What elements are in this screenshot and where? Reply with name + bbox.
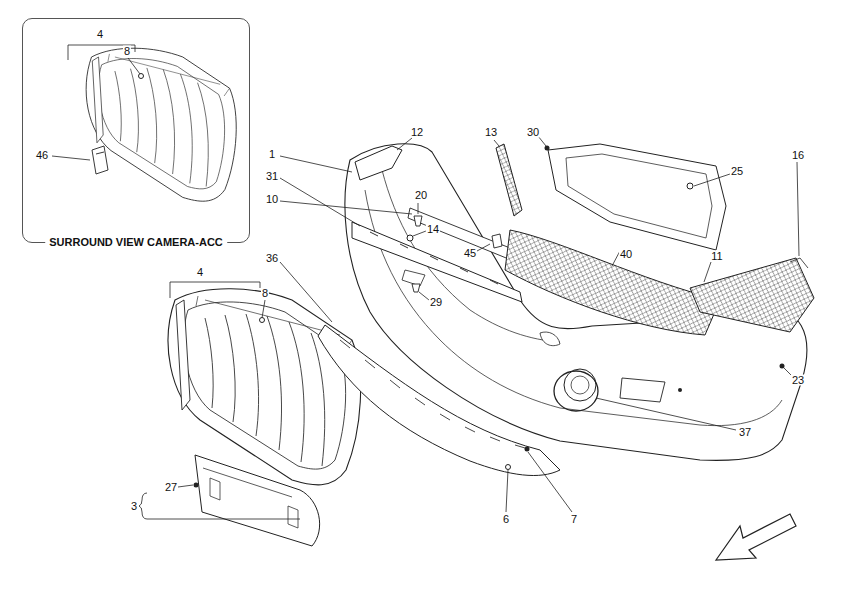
callout-number: 16 bbox=[791, 150, 805, 161]
callout-number: 30 bbox=[526, 127, 540, 138]
callout-number: 10 bbox=[265, 194, 279, 205]
callout-number: 25 bbox=[730, 166, 744, 177]
callout-number: 8 bbox=[123, 46, 131, 57]
callout-number: 6 bbox=[502, 514, 510, 525]
callout-number: 46 bbox=[35, 150, 49, 161]
callout-number: 12 bbox=[410, 127, 424, 138]
callout-number: 31 bbox=[265, 171, 279, 182]
callout-number: 3 bbox=[130, 501, 138, 512]
callout-number: 7 bbox=[570, 514, 578, 525]
callout-number: 14 bbox=[426, 224, 440, 235]
callout-number: 4 bbox=[96, 29, 104, 40]
callout-number: 8 bbox=[261, 288, 269, 299]
inset-panel: SURROUND VIEW CAMERA-ACC bbox=[22, 18, 250, 243]
callout-number: 11 bbox=[710, 251, 723, 262]
callout-number: 27 bbox=[164, 482, 178, 493]
callout-number: 4 bbox=[196, 267, 204, 278]
callout-number: 23 bbox=[791, 375, 805, 386]
inset-heading: SURROUND VIEW CAMERA-ACC bbox=[45, 236, 227, 248]
callout-number: 45 bbox=[463, 248, 477, 259]
callout-number: 37 bbox=[738, 427, 752, 438]
callout-number: 13 bbox=[484, 127, 498, 138]
callout-number: 36 bbox=[265, 253, 279, 264]
callout-number: 1 bbox=[268, 149, 276, 160]
callout-number: 40 bbox=[619, 249, 633, 260]
callout-number: 20 bbox=[414, 190, 428, 201]
callout-number: 29 bbox=[429, 297, 443, 308]
